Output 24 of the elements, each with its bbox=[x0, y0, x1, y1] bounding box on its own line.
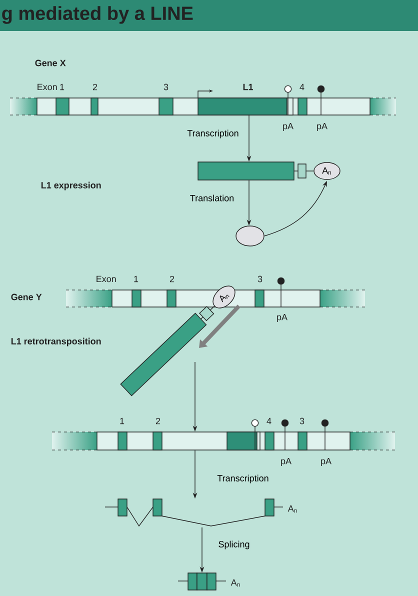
edge-label: Transcription bbox=[186, 128, 240, 140]
exon-number: 3 bbox=[300, 418, 304, 424]
pre-mrna-drawing bbox=[104, 498, 284, 527]
title-band: g mediated by a LINE bbox=[0, 0, 418, 31]
l1-element bbox=[120, 306, 214, 396]
gene-bar bbox=[10, 85, 396, 116]
mrna-bar bbox=[198, 162, 306, 180]
stage-heading: L1 expression bbox=[41, 182, 101, 190]
exon-number: 2 bbox=[170, 276, 174, 282]
exon-number: 2 bbox=[156, 418, 160, 424]
gene-bar bbox=[66, 277, 366, 308]
exon-label: Exon bbox=[96, 276, 116, 282]
edge-label: Splicing bbox=[217, 540, 251, 550]
stage-heading: L1 retrotransposition bbox=[11, 338, 101, 346]
exon-number: 4 bbox=[266, 418, 272, 424]
edge-label: Translation bbox=[188, 194, 236, 202]
gene-bar bbox=[52, 419, 396, 450]
poly-a-tail: A$_{n}$ bbox=[314, 162, 340, 180]
edge-label: Transcription bbox=[216, 474, 270, 484]
exon-number: 1 bbox=[134, 276, 138, 282]
exon-number: 3 bbox=[258, 276, 262, 282]
protein-ellipse bbox=[236, 226, 264, 246]
exon-number: 1 bbox=[120, 418, 124, 424]
mrna-drawing bbox=[178, 572, 226, 590]
